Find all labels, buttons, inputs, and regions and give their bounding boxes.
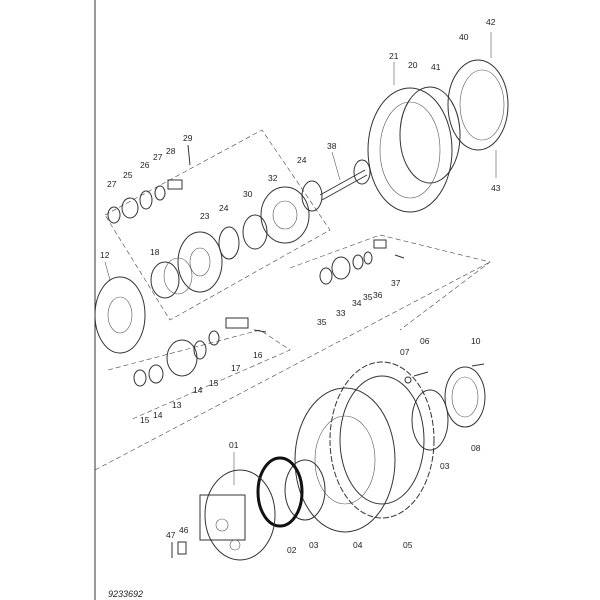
part-bearing-18 <box>150 257 193 299</box>
part-label: 46 <box>179 525 189 535</box>
part-label: 32 <box>268 173 278 183</box>
part-label: 02 <box>287 545 297 555</box>
part-label: 23 <box>200 211 210 221</box>
part-label: 24 <box>219 203 229 213</box>
part-hub <box>294 387 396 533</box>
part-bolt-06 <box>413 371 429 377</box>
part-plate-46 <box>177 541 187 555</box>
part-bearing-03 <box>284 459 326 521</box>
part-travel-motor <box>199 452 276 561</box>
part-label: 35 <box>317 317 327 327</box>
part-label: 21 <box>389 51 399 61</box>
part-label: 40 <box>459 32 469 42</box>
part-oring-02 <box>256 456 304 528</box>
drawing-number: 9233692 <box>108 589 143 599</box>
part-carrier-23 <box>177 231 223 293</box>
group-outline-planetary-mid <box>289 234 491 331</box>
part-sun-gear-12 <box>94 261 146 354</box>
part-label: 14 <box>193 385 203 395</box>
part-label: 41 <box>431 62 441 72</box>
part-label: 05 <box>403 540 413 550</box>
part-shaft <box>319 151 371 201</box>
part-small-group-lower <box>133 317 267 387</box>
part-label: 28 <box>166 146 176 156</box>
part-label: 01 <box>229 440 239 450</box>
part-label: 13 <box>172 400 182 410</box>
part-label: 29 <box>183 133 193 143</box>
part-label: 03 <box>309 540 319 550</box>
part-label: 26 <box>140 160 150 170</box>
part-small-group-mid <box>319 239 405 285</box>
part-label: 06 <box>420 336 430 346</box>
part-label: 17 <box>231 363 241 373</box>
divider-dashed-line <box>94 261 491 471</box>
part-label: 37 <box>391 278 401 288</box>
part-label: 47 <box>166 530 176 540</box>
group-outline-planetary-upper <box>104 129 331 321</box>
part-label: 15 <box>140 415 150 425</box>
part-thrust-washer <box>301 180 323 212</box>
part-bolt-10 <box>471 363 485 367</box>
part-ring-gear <box>367 62 461 213</box>
part-label: 10 <box>471 336 481 346</box>
part-label: 24 <box>297 155 307 165</box>
part-label: 25 <box>123 170 133 180</box>
part-label: 20 <box>408 60 418 70</box>
part-label: 36 <box>373 290 383 300</box>
part-label: 03 <box>440 461 450 471</box>
part-ring-03 <box>411 389 449 451</box>
part-label: 27 <box>107 179 117 189</box>
part-sprocket <box>329 361 435 519</box>
part-label: 27 <box>153 152 163 162</box>
part-label: 07 <box>400 347 410 357</box>
part-gear-30 <box>242 214 268 250</box>
part-small-group-upper <box>107 144 191 224</box>
part-label: 14 <box>153 410 163 420</box>
part-label: 43 <box>491 183 501 193</box>
part-label: 15 <box>209 378 219 388</box>
part-label: 04 <box>353 540 363 550</box>
part-label: 35 <box>363 292 373 302</box>
part-label: 30 <box>243 189 253 199</box>
part-seal-08 <box>444 366 486 428</box>
part-label: 08 <box>471 443 481 453</box>
part-label: 34 <box>352 298 362 308</box>
part-label: 18 <box>150 247 160 257</box>
part-washer-07 <box>404 376 412 384</box>
part-cover <box>447 32 509 178</box>
part-label: 33 <box>336 308 346 318</box>
part-label: 12 <box>100 250 110 260</box>
group-outline-planetary-lower <box>107 329 291 421</box>
part-label: 16 <box>253 350 263 360</box>
part-label: 38 <box>327 141 337 151</box>
part-carrier <box>260 186 310 244</box>
part-label: 42 <box>486 17 496 27</box>
part-washer-24 <box>218 226 240 260</box>
